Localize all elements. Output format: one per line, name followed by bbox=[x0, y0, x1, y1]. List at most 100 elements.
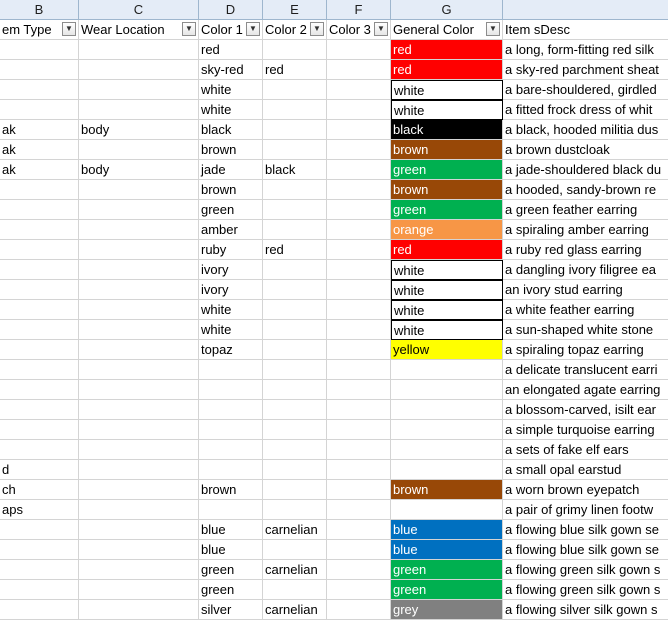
cell-item-sdesc[interactable]: a jade-shouldered black du bbox=[503, 160, 668, 180]
cell-general-color[interactable]: green bbox=[391, 160, 503, 180]
filter-dropdown-icon[interactable]: ▼ bbox=[310, 22, 324, 36]
cell-wear-location[interactable]: body bbox=[79, 160, 199, 180]
cell-wear-location[interactable] bbox=[79, 380, 199, 400]
cell-item-sdesc[interactable]: a fitted frock dress of whit bbox=[503, 100, 668, 120]
cell-color-1[interactable]: red bbox=[199, 40, 263, 60]
cell-item-sdesc[interactable]: a flowing blue silk gown se bbox=[503, 540, 668, 560]
cell-item-type[interactable] bbox=[0, 260, 79, 280]
cell-wear-location[interactable] bbox=[79, 180, 199, 200]
cell-color-2[interactable] bbox=[263, 480, 327, 500]
cell-wear-location[interactable] bbox=[79, 420, 199, 440]
cell-wear-location[interactable] bbox=[79, 140, 199, 160]
cell-general-color[interactable] bbox=[391, 400, 503, 420]
cell-color-1[interactable]: ivory bbox=[199, 280, 263, 300]
cell-color-1[interactable]: blue bbox=[199, 520, 263, 540]
cell-item-type[interactable] bbox=[0, 560, 79, 580]
header-general-color[interactable]: General Color ▼ bbox=[391, 20, 503, 40]
cell-general-color[interactable] bbox=[391, 360, 503, 380]
cell-color-2[interactable] bbox=[263, 300, 327, 320]
cell-color-3[interactable] bbox=[327, 300, 391, 320]
cell-color-3[interactable] bbox=[327, 520, 391, 540]
cell-wear-location[interactable] bbox=[79, 40, 199, 60]
cell-wear-location[interactable] bbox=[79, 320, 199, 340]
cell-wear-location[interactable] bbox=[79, 580, 199, 600]
cell-color-3[interactable] bbox=[327, 560, 391, 580]
cell-color-3[interactable] bbox=[327, 60, 391, 80]
column-letter-f[interactable]: F bbox=[327, 0, 391, 20]
header-wear-location[interactable]: Wear Location ▼ bbox=[79, 20, 199, 40]
cell-color-1[interactable] bbox=[199, 400, 263, 420]
cell-item-sdesc[interactable]: a flowing green silk gown s bbox=[503, 580, 668, 600]
cell-color-2[interactable] bbox=[263, 460, 327, 480]
cell-wear-location[interactable] bbox=[79, 300, 199, 320]
filter-dropdown-icon[interactable]: ▼ bbox=[374, 22, 388, 36]
cell-color-3[interactable] bbox=[327, 500, 391, 520]
cell-item-sdesc[interactable]: a sun-shaped white stone bbox=[503, 320, 668, 340]
cell-color-2[interactable] bbox=[263, 180, 327, 200]
cell-item-type[interactable] bbox=[0, 380, 79, 400]
cell-general-color[interactable]: brown bbox=[391, 180, 503, 200]
cell-color-2[interactable] bbox=[263, 280, 327, 300]
cell-wear-location[interactable] bbox=[79, 520, 199, 540]
cell-color-3[interactable] bbox=[327, 180, 391, 200]
cell-general-color[interactable]: green bbox=[391, 580, 503, 600]
cell-item-type[interactable] bbox=[0, 200, 79, 220]
cell-color-3[interactable] bbox=[327, 100, 391, 120]
cell-color-2[interactable] bbox=[263, 120, 327, 140]
cell-item-sdesc[interactable]: a sets of fake elf ears bbox=[503, 440, 668, 460]
cell-color-3[interactable] bbox=[327, 340, 391, 360]
cell-item-sdesc[interactable]: a blossom-carved, isilt ear bbox=[503, 400, 668, 420]
cell-color-3[interactable] bbox=[327, 380, 391, 400]
cell-color-3[interactable] bbox=[327, 360, 391, 380]
cell-color-2[interactable] bbox=[263, 80, 327, 100]
cell-color-1[interactable]: green bbox=[199, 580, 263, 600]
header-color-1[interactable]: Color 1 ▼ bbox=[199, 20, 263, 40]
cell-item-sdesc[interactable]: a sky-red parchment sheat bbox=[503, 60, 668, 80]
cell-color-2[interactable]: red bbox=[263, 240, 327, 260]
cell-general-color[interactable]: green bbox=[391, 560, 503, 580]
column-letter-b[interactable]: B bbox=[0, 0, 79, 20]
column-letter-e[interactable]: E bbox=[263, 0, 327, 20]
cell-item-type[interactable]: ak bbox=[0, 140, 79, 160]
cell-color-2[interactable] bbox=[263, 140, 327, 160]
cell-item-sdesc[interactable]: a dangling ivory filigree ea bbox=[503, 260, 668, 280]
cell-general-color[interactable]: green bbox=[391, 200, 503, 220]
cell-item-type[interactable] bbox=[0, 180, 79, 200]
cell-color-1[interactable]: white bbox=[199, 320, 263, 340]
cell-wear-location[interactable] bbox=[79, 100, 199, 120]
cell-color-1[interactable]: blue bbox=[199, 540, 263, 560]
cell-wear-location[interactable] bbox=[79, 360, 199, 380]
cell-general-color[interactable] bbox=[391, 500, 503, 520]
column-letter-h[interactable] bbox=[503, 0, 668, 20]
cell-item-sdesc[interactable]: a spiraling amber earring bbox=[503, 220, 668, 240]
cell-item-type[interactable] bbox=[0, 240, 79, 260]
cell-item-sdesc[interactable]: a bare-shouldered, girdled bbox=[503, 80, 668, 100]
cell-wear-location[interactable] bbox=[79, 560, 199, 580]
cell-color-3[interactable] bbox=[327, 120, 391, 140]
cell-color-3[interactable] bbox=[327, 320, 391, 340]
cell-general-color[interactable]: white bbox=[391, 100, 503, 120]
cell-wear-location[interactable] bbox=[79, 480, 199, 500]
cell-wear-location[interactable] bbox=[79, 60, 199, 80]
cell-item-type[interactable]: d bbox=[0, 460, 79, 480]
column-letter-g[interactable]: G bbox=[391, 0, 503, 20]
cell-item-sdesc[interactable]: a white feather earring bbox=[503, 300, 668, 320]
cell-item-type[interactable] bbox=[0, 220, 79, 240]
cell-general-color[interactable]: white bbox=[391, 300, 503, 320]
cell-general-color[interactable]: yellow bbox=[391, 340, 503, 360]
cell-item-type[interactable]: ch bbox=[0, 480, 79, 500]
cell-item-type[interactable]: aps bbox=[0, 500, 79, 520]
cell-item-type[interactable] bbox=[0, 300, 79, 320]
cell-color-3[interactable] bbox=[327, 240, 391, 260]
cell-item-sdesc[interactable]: a pair of grimy linen footw bbox=[503, 500, 668, 520]
cell-color-1[interactable]: silver bbox=[199, 600, 263, 620]
cell-item-type[interactable] bbox=[0, 340, 79, 360]
cell-wear-location[interactable] bbox=[79, 340, 199, 360]
cell-wear-location[interactable] bbox=[79, 220, 199, 240]
cell-wear-location[interactable]: body bbox=[79, 120, 199, 140]
cell-color-2[interactable] bbox=[263, 540, 327, 560]
header-item-type[interactable]: em Type ▼ bbox=[0, 20, 79, 40]
cell-general-color[interactable]: orange bbox=[391, 220, 503, 240]
cell-item-type[interactable] bbox=[0, 580, 79, 600]
cell-wear-location[interactable] bbox=[79, 260, 199, 280]
